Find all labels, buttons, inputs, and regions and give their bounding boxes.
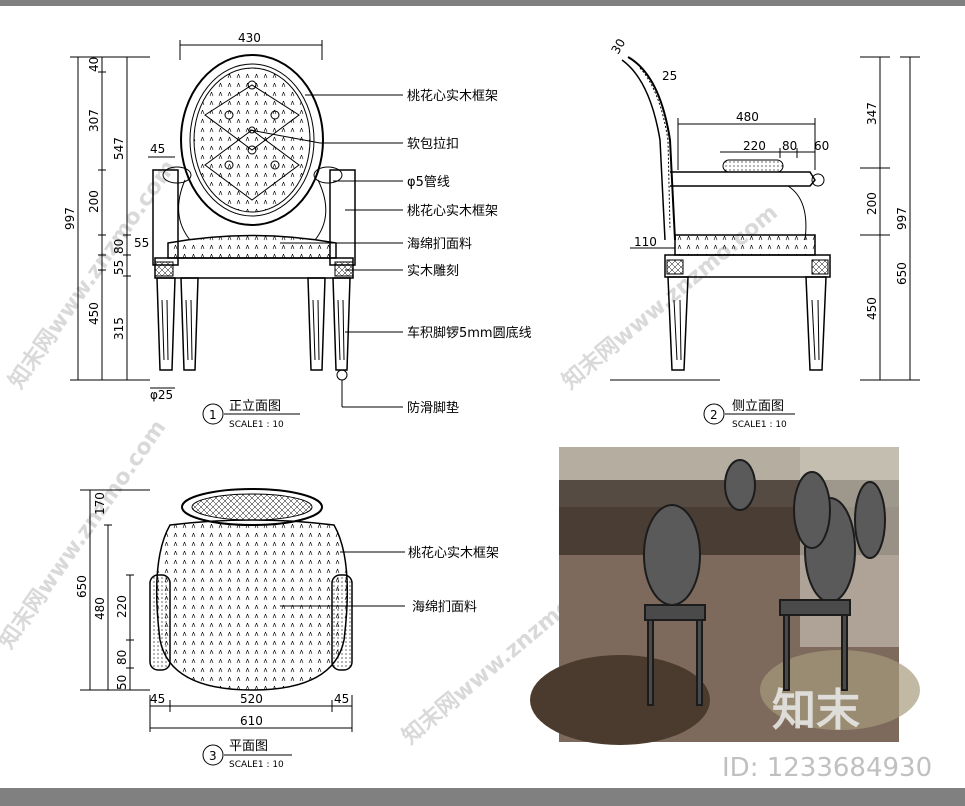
dim-label: 45 [150, 142, 165, 156]
side-text: 30 25 480 220 80 60 110 347 200 450 997 … [608, 36, 909, 430]
dim-label: 55 [134, 236, 149, 250]
view-scale: SCALE1 : 10 [229, 760, 284, 770]
dim-label: 60 [814, 139, 829, 153]
top-border [0, 0, 965, 6]
view-scale: SCALE1 : 10 [229, 420, 284, 430]
side-view [610, 56, 920, 425]
dim-label: 547 [112, 137, 126, 160]
callout-label: 桃花心实木框架 [407, 203, 498, 219]
dim-label: 200 [865, 192, 879, 215]
callout-label: 海绵扪面料 [412, 600, 477, 615]
dim-label: 80 [782, 139, 797, 153]
dim-label: 170 [93, 492, 107, 515]
dim-label: 220 [743, 139, 766, 153]
dim-label: 220 [115, 595, 129, 618]
dim-label: 315 [112, 317, 126, 340]
site-logo: 知末 [772, 685, 860, 736]
dim-label: φ25 [150, 388, 173, 402]
dim-label: 200 [87, 190, 101, 213]
front-view [70, 40, 403, 425]
callout-label: 桃花心实木框架 [407, 88, 498, 104]
dim-label: 80 [115, 650, 129, 665]
plan-text: 170 650 480 220 80 50 45 520 45 610 桃花心实… [75, 492, 499, 770]
dim-label: 50 [115, 675, 129, 690]
dim-label: 45 [150, 692, 165, 706]
callout-label: 桃花心实木框架 [408, 545, 499, 561]
view-title: 正立面图 [229, 399, 281, 414]
dim-label: 80 [112, 239, 126, 254]
dim-label: 997 [63, 207, 77, 230]
callout-label: 实木雕刻 [407, 264, 459, 279]
view-title: 侧立面图 [732, 399, 784, 414]
dim-label: 520 [240, 692, 263, 706]
asset-id: ID: 1233684930 [722, 753, 932, 783]
dim-label: 45 [334, 692, 349, 706]
dim-label: 40 [87, 57, 101, 72]
reference-photo [530, 447, 920, 745]
dim-label: 30 [608, 36, 628, 56]
callout-label: 海绵扪面料 [407, 237, 472, 252]
callout-label: 软包拉扣 [407, 137, 459, 152]
dim-label: 110 [634, 235, 657, 249]
callout-label: 防滑脚垫 [407, 400, 459, 416]
dim-label: 480 [93, 597, 107, 620]
dim-label: 55 [112, 260, 126, 275]
view-title: 平面图 [229, 739, 268, 754]
dim-label: 650 [895, 262, 909, 285]
callout-label: 车积脚锣5mm圆底线 [407, 325, 532, 341]
bottom-border [0, 788, 965, 806]
dim-label: 997 [895, 207, 909, 230]
view-number: 2 [710, 408, 718, 422]
front-text: 430 997 40 307 547 200 55 80 55 450 315 … [63, 31, 532, 430]
callout-label: φ5管线 [407, 175, 450, 190]
dim-label: 450 [87, 302, 101, 325]
view-number: 3 [209, 749, 217, 763]
dim-label: 480 [736, 110, 759, 124]
dim-label: 650 [75, 575, 89, 598]
dim-label: 347 [865, 102, 879, 125]
dim-label: 307 [87, 109, 101, 132]
view-scale: SCALE1 : 10 [732, 420, 787, 430]
view-number: 1 [209, 408, 217, 422]
dim-label: 610 [240, 714, 263, 728]
dim-label: 25 [662, 69, 677, 83]
dim-label: 450 [865, 297, 879, 320]
dim-label: 430 [238, 31, 261, 45]
plan-view [80, 488, 405, 766]
